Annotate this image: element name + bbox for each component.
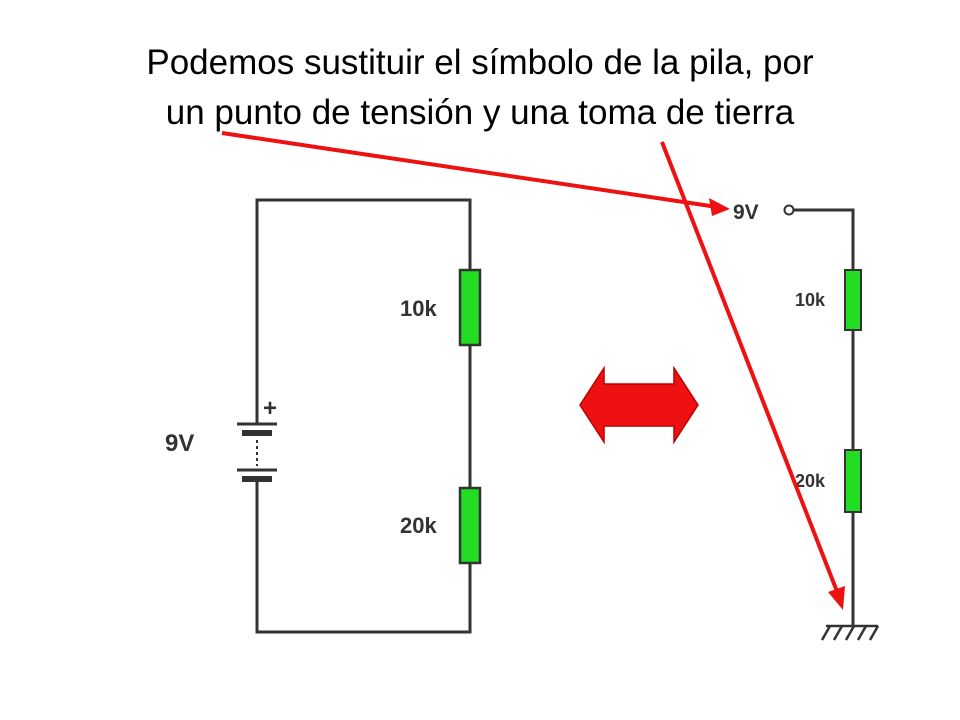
pointer-arrow-to-voltage xyxy=(221,131,718,209)
pointer-arrowhead-ground xyxy=(828,586,845,610)
battery-voltage-label: 9V xyxy=(165,430,194,457)
left-resistor-10k xyxy=(458,268,482,347)
pointer-arrow-to-ground xyxy=(660,141,840,595)
right-resistor-20k-label: 20k xyxy=(795,471,826,491)
right-circuit xyxy=(783,204,855,626)
right-resistor-20k xyxy=(844,449,862,513)
left-resistor-20k-label: 20k xyxy=(400,513,437,538)
right-resistor-10k xyxy=(844,269,862,331)
ground-icon xyxy=(820,624,880,641)
slide-title: Podemos sustituir el símbolo de la pila,… xyxy=(0,38,960,138)
voltage-terminal-icon xyxy=(783,204,795,216)
right-top-wire xyxy=(794,208,855,270)
title-line-2: un punto de tensión y una toma de tierra xyxy=(165,93,795,132)
right-voltage-label: 9V xyxy=(733,201,759,224)
pointer-arrowhead-voltage xyxy=(709,198,730,216)
left-top-wire xyxy=(255,198,472,424)
left-resistor-10k-label: 10k xyxy=(400,296,437,321)
left-circuit xyxy=(237,198,472,634)
battery-plus-sign: + xyxy=(263,395,277,422)
right-resistor-10k-label: 10k xyxy=(795,290,826,310)
left-bottom-wire xyxy=(255,480,472,634)
double-arrow-icon xyxy=(579,365,699,445)
left-resistor-20k xyxy=(458,486,482,565)
title-line-1: Podemos sustituir el símbolo de la pila,… xyxy=(146,43,814,82)
